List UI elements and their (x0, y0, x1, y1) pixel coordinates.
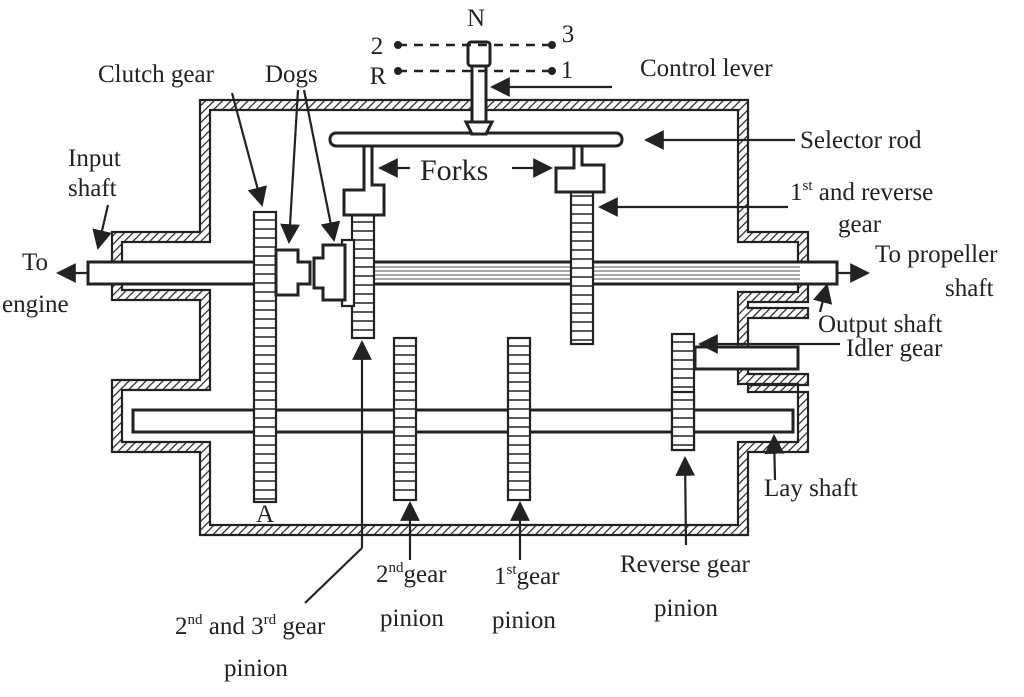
output-shaft-label: Output shaft (818, 311, 942, 338)
input-shaft (86, 260, 280, 286)
first-reverse-num: 1 (790, 179, 803, 206)
first-gear-pinion (506, 336, 532, 502)
idler-gear-label: Idler gear (846, 335, 943, 362)
dog-clutch (274, 243, 347, 302)
lay-shaft (131, 408, 795, 434)
dog-on-clutch-gear (274, 248, 312, 297)
gears (252, 186, 696, 504)
second-pinion-num: 2 (376, 561, 389, 588)
reverse-pinion-label-line1: Reverse gear (620, 551, 750, 578)
second-pinion-label-line2: pinion (380, 605, 444, 632)
first-pinion-sup: st (507, 562, 518, 578)
input-shaft-label-line1: Input (68, 145, 121, 172)
second-third-sup-b: rd (264, 612, 277, 628)
to-engine-label-line1: To (22, 249, 48, 276)
first-pinion-label-line1: 1stgear (494, 562, 560, 590)
fork-left (342, 144, 386, 217)
first-reverse-label-line2: gear (838, 211, 882, 238)
control-lever-label: Control lever (640, 55, 773, 82)
lay-shaft-label: Lay shaft (764, 475, 858, 502)
first-reverse-sup: st (803, 178, 814, 194)
main-shaft (86, 260, 839, 286)
second-third-sup-a: nd (188, 612, 204, 628)
clutch-gear-label: Clutch gear (98, 61, 215, 88)
first-pinion-label-line2: pinion (492, 607, 556, 634)
gear-a-label: A (256, 501, 274, 528)
input-shaft-label-line2: shaft (68, 175, 117, 202)
second-third-label-line2: pinion (224, 655, 288, 682)
to-propeller-label-line1: To propeller (875, 241, 998, 268)
shift-label-r: R (370, 63, 387, 90)
fork-right (554, 144, 606, 194)
shift-label-2: 2 (371, 33, 384, 60)
reverse-gear-pinion (670, 390, 696, 452)
gearbox-casing (110, 98, 810, 537)
forks-label: Forks (420, 154, 488, 187)
shift-label-3: 3 (562, 21, 575, 48)
second-third-rest: gear (276, 613, 326, 640)
labels: N 2 3 R 1 Control lever Clutch gear Dogs… (2, 5, 998, 682)
leader-lines (56, 77, 870, 604)
lever-knob (466, 40, 492, 68)
shift-gate (394, 41, 556, 75)
first-reverse-sliding-gear (569, 186, 595, 346)
to-propeller-label-line2: shaft (945, 275, 994, 302)
second-pinion-rest: gear (404, 561, 448, 588)
shift-label-n: N (467, 5, 485, 32)
second-third-num-b: and 3 (203, 613, 264, 640)
reverse-pinion-label-line2: pinion (654, 595, 718, 622)
to-engine-label-line2: engine (2, 291, 69, 318)
first-gear-pinion-body (506, 336, 532, 502)
second-pinion-label-line1: 2ndgear (376, 560, 447, 588)
first-reverse-rest: and reverse (813, 179, 934, 206)
dogs-label: Dogs (265, 61, 318, 88)
second-third-num-a: 2 (175, 613, 188, 640)
clutch-gear (252, 210, 278, 504)
second-third-sliding-gear (350, 194, 376, 340)
clutch-gear-body (252, 210, 278, 504)
second-gear-pinion-body (392, 336, 418, 502)
first-pinion-num: 1 (494, 563, 507, 590)
shift-label-1: 1 (561, 57, 574, 84)
dog-on-sliding-gear (312, 243, 347, 302)
second-pinion-sup: nd (389, 560, 405, 576)
selector-rod-label: Selector rod (800, 127, 922, 154)
first-reverse-sliding-gear-body (569, 186, 595, 346)
second-gear-pinion (392, 336, 418, 502)
selector-mechanism (328, 40, 624, 217)
first-reverse-label-line1: 1st and reverse (790, 178, 933, 206)
first-pinion-rest: gear (517, 563, 561, 590)
idler-shaft (693, 345, 800, 371)
second-third-label-line1: 2nd and 3rd gear (175, 612, 326, 640)
